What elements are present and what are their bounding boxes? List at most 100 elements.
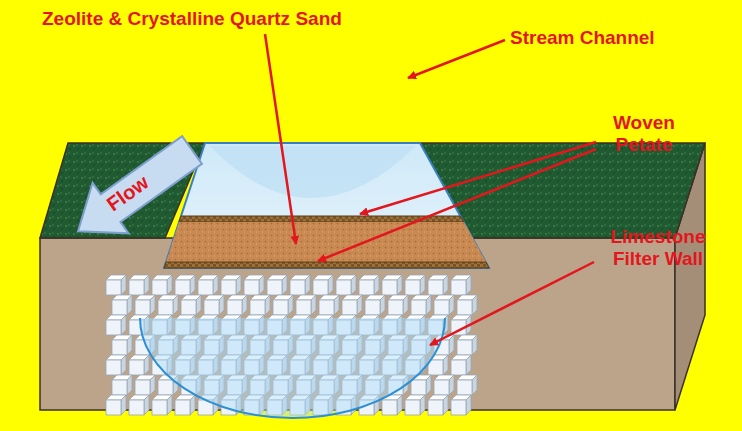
block-side: [127, 375, 132, 395]
block-side: [426, 295, 431, 315]
block-side: [420, 275, 425, 295]
block-side: [466, 355, 471, 375]
limestone-block: [129, 355, 149, 375]
limestone-block: [428, 395, 448, 415]
block-front: [457, 380, 472, 395]
limestone-block: [457, 335, 477, 355]
block-front: [451, 280, 466, 295]
block-front: [428, 280, 443, 295]
block-side: [121, 315, 126, 335]
block-side: [443, 275, 448, 295]
leader-arrow: [360, 142, 596, 214]
block-front: [106, 360, 121, 375]
leader-arrow: [318, 149, 596, 261]
block-front: [135, 380, 150, 395]
leader-arrow: [430, 262, 594, 345]
block-front: [129, 280, 144, 295]
limestone-block: [388, 295, 408, 315]
stream-channel: [164, 143, 489, 268]
block-front: [106, 280, 121, 295]
leader-arrow: [408, 40, 505, 78]
limestone-block: [135, 375, 155, 395]
limestone-block: [273, 295, 293, 315]
limestone-block: [359, 275, 379, 295]
limestone-block: [411, 295, 431, 315]
block-front: [451, 400, 466, 415]
block-side: [127, 335, 132, 355]
block-side: [443, 395, 448, 415]
limestone-block: [152, 275, 172, 295]
block-side: [219, 295, 224, 315]
block-side: [443, 355, 448, 375]
block-side: [397, 275, 402, 295]
limestone-block: [290, 275, 310, 295]
limestone-block: [434, 375, 454, 395]
block-front: [405, 400, 420, 415]
limestone-block: [365, 295, 385, 315]
block-side: [167, 395, 172, 415]
limestone-block: [451, 275, 471, 295]
limestone-block: [313, 275, 333, 295]
limestone-block: [296, 295, 316, 315]
limestone-block: [342, 295, 362, 315]
block-side: [380, 295, 385, 315]
block-side: [127, 295, 132, 315]
block-front: [152, 280, 167, 295]
block-front: [221, 280, 236, 295]
block-front: [175, 400, 190, 415]
limestone-block: [129, 395, 149, 415]
block-front: [296, 300, 311, 315]
block-front: [198, 280, 213, 295]
woven-petate-layer: [164, 262, 489, 268]
limestone-block: [451, 355, 471, 375]
limestone-block: [457, 295, 477, 315]
block-side: [265, 295, 270, 315]
block-front: [273, 300, 288, 315]
block-side: [144, 395, 149, 415]
limestone-block: [175, 395, 195, 415]
limestone-block: [135, 295, 155, 315]
block-side: [236, 275, 241, 295]
block-front: [112, 340, 127, 355]
block-front: [313, 280, 328, 295]
limestone-block: [451, 395, 471, 415]
flow-arrow-shape: [60, 125, 210, 257]
block-front: [106, 400, 121, 415]
block-side: [311, 295, 316, 315]
block-front: [112, 300, 127, 315]
block-front: [290, 280, 305, 295]
block-front: [434, 300, 449, 315]
limestone-block: [152, 395, 172, 415]
block-front: [457, 340, 472, 355]
block-front: [158, 380, 173, 395]
block-front: [227, 300, 242, 315]
block-side: [374, 275, 379, 295]
limestone-block: [250, 295, 270, 315]
limestone-block: [198, 275, 218, 295]
limestone-block: [227, 295, 247, 315]
block-side: [403, 295, 408, 315]
limestone-block: [106, 315, 126, 335]
limestone-block: [221, 275, 241, 295]
water-surface: [210, 146, 416, 198]
limestone-block: [267, 275, 287, 295]
block-side: [190, 275, 195, 295]
block-side: [351, 275, 356, 295]
callout-label: Stream Channel: [510, 27, 720, 49]
block-side: [449, 375, 454, 395]
block-side: [449, 335, 454, 355]
block-side: [242, 295, 247, 315]
block-side: [466, 395, 471, 415]
block-front: [336, 280, 351, 295]
block-front: [434, 380, 449, 395]
block-side: [420, 395, 425, 415]
block-front: [342, 300, 357, 315]
callout-label: Woven Petate: [598, 112, 690, 156]
limestone-block: [112, 295, 132, 315]
block-side: [121, 395, 126, 415]
callout-label: Limestone Filter Wall: [596, 226, 720, 270]
block-front: [129, 400, 144, 415]
block-front: [158, 300, 173, 315]
block-side: [213, 275, 218, 295]
block-side: [173, 295, 178, 315]
